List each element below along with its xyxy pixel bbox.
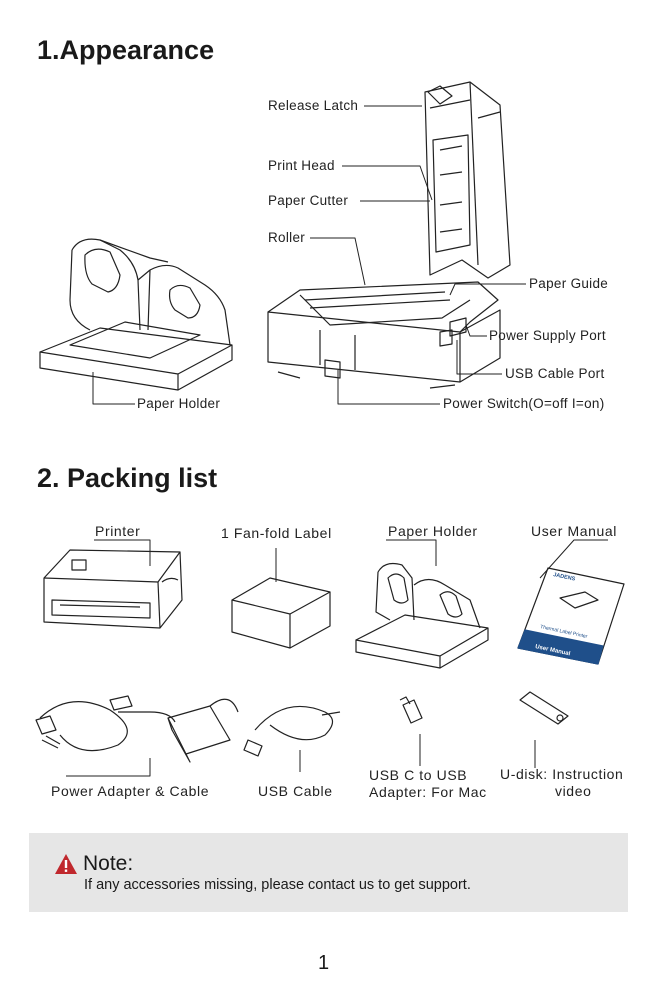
paper-holder-label: Paper Holder (137, 396, 221, 411)
printer-drawing (43, 549, 183, 629)
warning-icon (55, 854, 77, 874)
appearance-heading: 1.Appearance (37, 35, 215, 65)
paper-cutter-label: Paper Cutter (268, 193, 349, 208)
roller-label: Roller (268, 230, 306, 245)
packing-paper-holder-label: Paper Holder (388, 523, 478, 539)
packing-paper-holder-drawing (355, 562, 489, 669)
note-text: If any accessories missing, please conta… (84, 877, 471, 893)
open-printer-drawing (267, 81, 511, 389)
user-manual-drawing (517, 567, 625, 665)
usb-c-adapter-label-line1: USB C to USB (369, 767, 468, 783)
usb-cable-port-label: USB Cable Port (505, 366, 605, 381)
paper-holder-drawing (39, 238, 233, 391)
power-adapter-label: Power Adapter & Cable (51, 783, 210, 799)
usb-cable-label: USB Cable (258, 783, 333, 799)
usb-cable-drawing (243, 705, 341, 757)
paper-guide-label: Paper Guide (529, 276, 609, 291)
note-title: Note: (83, 852, 134, 875)
fanfold-label-drawing (231, 577, 331, 649)
print-head-label: Print Head (268, 158, 335, 173)
u-disk-label-line1: U-disk: Instruction (500, 766, 624, 782)
power-switch-label: Power Switch(O=off I=on) (443, 396, 605, 411)
power-adapter-drawing (35, 695, 239, 763)
u-disk-drawing (519, 691, 569, 725)
power-supply-port-label: Power Supply Port (489, 328, 606, 343)
usb-c-adapter-drawing (399, 696, 423, 724)
packing-list-heading: 2. Packing list (37, 463, 218, 493)
page-number: 1 (318, 952, 330, 974)
release-latch-label: Release Latch (268, 98, 359, 113)
usb-c-adapter-label-line2: Adapter: For Mac (369, 784, 487, 800)
printer-label: Printer (95, 523, 141, 539)
user-manual-label: User Manual (531, 523, 617, 539)
note-box: Note: If any accessories missing, please… (29, 833, 628, 912)
fanfold-label-label: 1 Fan-fold Label (221, 525, 332, 541)
manual-brand-text: JADENS (553, 572, 576, 583)
u-disk-label-line2: video (555, 783, 592, 799)
